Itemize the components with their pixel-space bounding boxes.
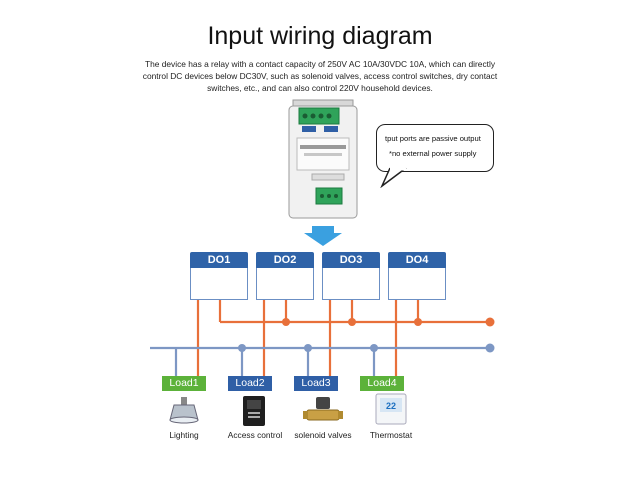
orange-wires [196,300,490,376]
relay-do3-label: DO3 [322,252,380,268]
relay-do2-body [256,268,314,300]
relay-do1-body [190,268,248,300]
load1-label: Load1 [162,376,206,391]
valve-icon [303,397,343,421]
load2-label: Load2 [228,376,272,391]
callout-line-1: tput ports are passive output [385,134,481,143]
relay-do2: DO2 [256,252,314,300]
callout-line-2: *no external power supply [389,149,477,158]
down-arrow-icon [304,226,342,246]
load1-caption: Lighting [169,430,199,440]
lamp-icon [169,397,199,424]
callout-tail [380,167,407,188]
relay-do2-label: DO2 [256,252,314,268]
relay-do4-label: DO4 [388,252,446,268]
relay-do3-body [322,268,380,300]
diagram-title: Input wiring diagram [207,22,433,50]
thermostat-reading: 22 [386,401,396,411]
callout-bubble: tput ports are passive output *no extern… [376,124,494,172]
blue-wires [150,346,490,376]
relay-module-device [288,99,358,219]
relay-do1-label: DO1 [190,252,248,268]
relay-do1: DO1 [190,252,248,300]
load4-label: Load4 [360,376,404,391]
relay-do3: DO3 [322,252,380,300]
junction-dots [238,317,495,353]
description-text: The device has a relay with a contact ca… [142,59,498,93]
load2-caption: Access control [227,430,283,440]
relay-do4-body [388,268,446,300]
load3-label: Load3 [294,376,338,391]
intercom-icon [243,396,265,426]
relay-do4: DO4 [388,252,446,300]
load3-caption: solenoid valves [294,430,352,440]
thermostat-icon [375,393,407,425]
load4-caption: Thermostat [369,430,413,440]
